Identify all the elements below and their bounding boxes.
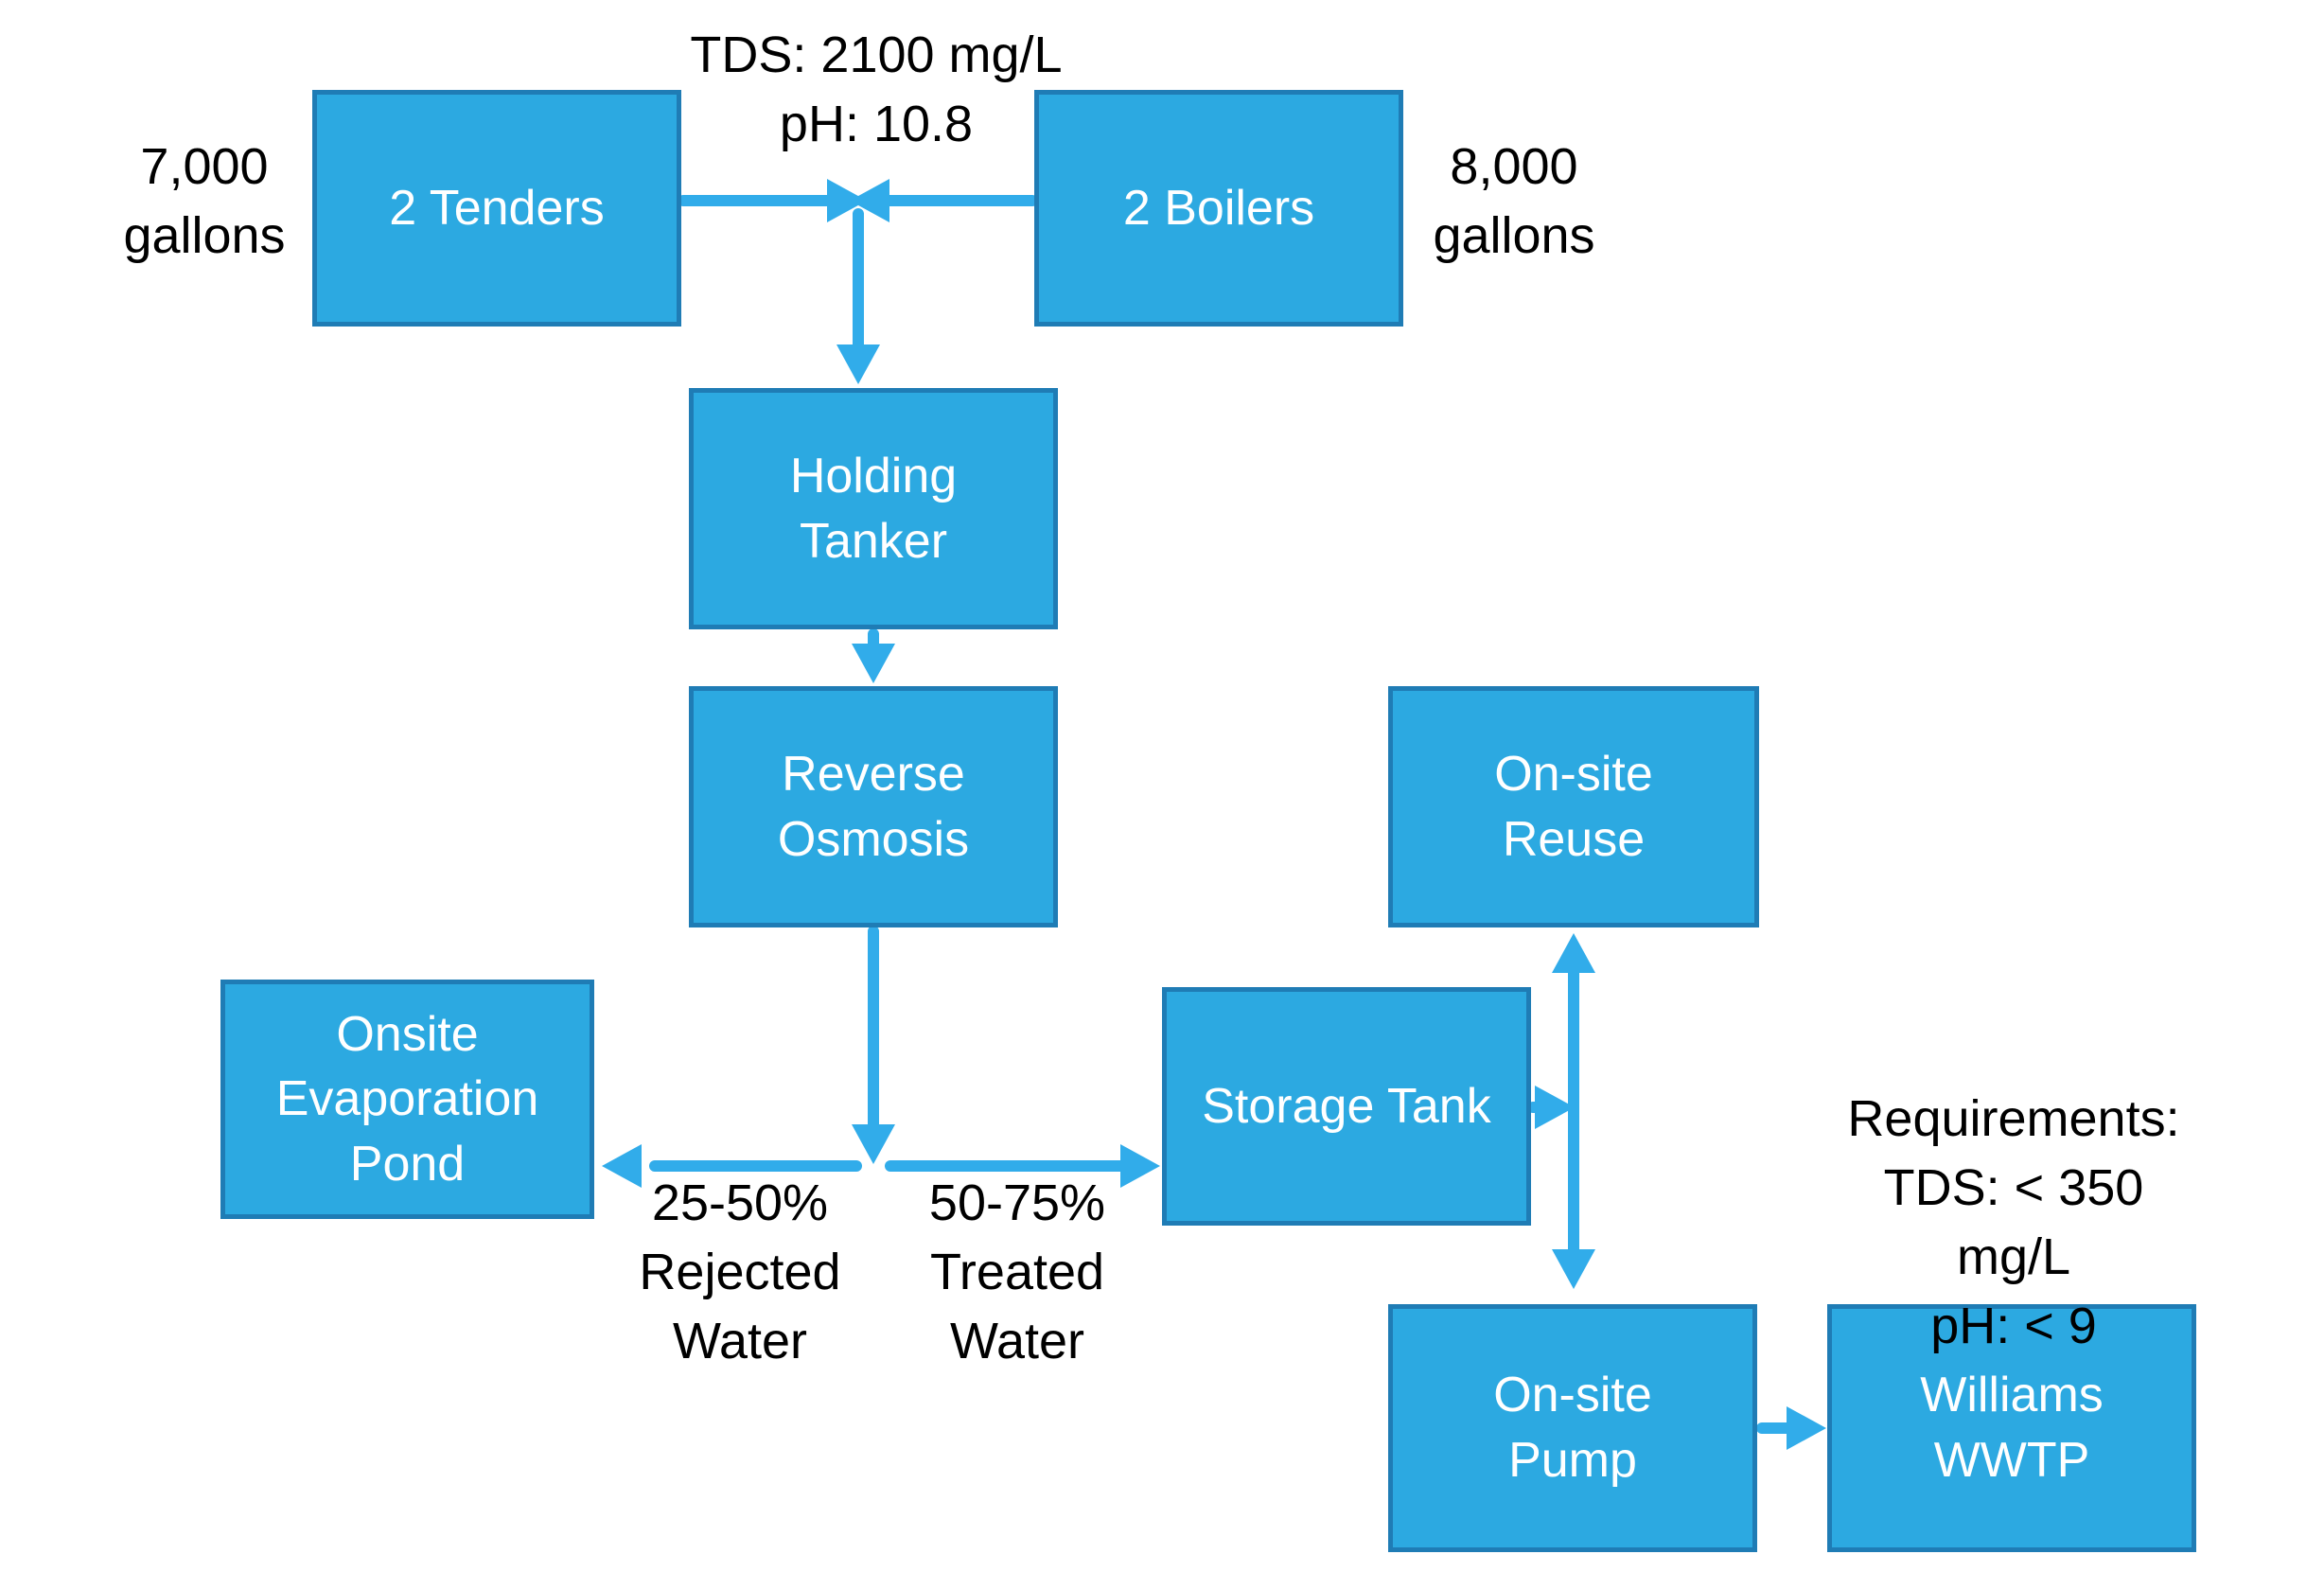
label-boilers-volume: 8,000 gallons [1433,138,1595,264]
arrow-boilers-to-junction [850,179,1038,222]
node-holding-tanker: Holding Tanker [689,388,1058,629]
arrow-pump-to-williams-wwtp [1756,1406,1826,1450]
arrow-junction-to-holding-tanker [836,208,880,384]
arrow-holding-tanker-to-reverse-osmosis [852,628,895,683]
arrow-storage-tank-to-branch [1527,1086,1575,1129]
arrow-split-to-evaporation-pond [602,1144,862,1188]
node-on-site-reuse: On-site Reuse [1388,686,1759,927]
node-reverse-osmosis: Reverse Osmosis [689,686,1058,927]
label-treated-water: 50-75% Treated Water [928,1175,1106,1369]
label-requirements: Requirements: TDS: < 350 mg/L pH: < 9 [1847,1090,2180,1354]
node-on-site-pump: On-site Pump [1388,1304,1757,1552]
node-2-boilers: 2 Boilers [1034,90,1403,327]
label-tenders-volume: 7,000 gallons [123,138,286,264]
node-onsite-evaporation-pond: Onsite Evaporation Pond [220,980,594,1219]
node-williams-wwtp: Williams WWTP [1827,1304,2196,1552]
label-rejected-water: 25-50% Rejected Water [639,1175,841,1369]
label-influent-quality: TDS: 2100 mg/L pH: 10.8 [690,26,1063,152]
arrow-reverse-osmosis-to-split [852,926,895,1164]
node-2-tenders: 2 Tenders [312,90,681,327]
arrow-tenders-to-junction [678,179,867,222]
arrow-split-to-storage-tank [885,1144,1160,1188]
arrow-branch-to-reuse-and-pump [1552,933,1595,1289]
node-storage-tank: Storage Tank [1162,987,1531,1226]
